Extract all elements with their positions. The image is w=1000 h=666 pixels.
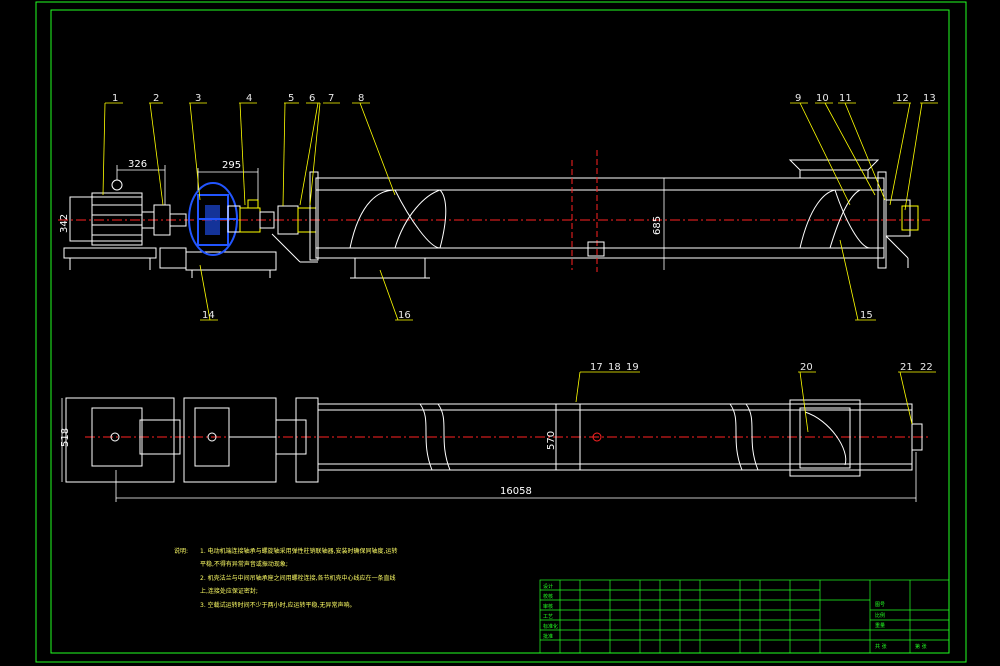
plan-view: 16058 518 570 17 18 19 20 21 22 [60,362,936,502]
motor [63,179,187,270]
part-label-2: 2 [153,93,159,104]
technical-notes: 说明: 1. 电动机端连接轴承与螺旋轴采用弹性柱销联轴器,安装时确保同轴度,运转… [174,547,397,609]
part-label-17: 17 [590,362,603,373]
part-label-10: 10 [816,93,829,104]
coupling-assembly [185,182,277,278]
part-label-20: 20 [800,362,813,373]
outer-border [35,1,967,663]
inner-border [50,9,950,654]
part-label-16: 16 [398,310,411,321]
part-label-14: 14 [202,310,215,321]
part-label-1: 1 [112,93,118,104]
svg-text:图号: 图号 [875,602,885,608]
part-label-22: 22 [920,362,933,373]
part-label-9: 9 [795,93,801,104]
elevation-view: 326 295 342 685 1 2 3 4 5 6 7 [58,93,938,321]
part-label-15: 15 [860,310,873,321]
part-label-8: 8 [358,93,364,104]
svg-text:校核: 校核 [543,593,553,600]
svg-text:共 张: 共 张 [875,643,887,650]
svg-text:审核: 审核 [543,603,553,610]
part-label-5: 5 [288,93,294,104]
part-label-18: 18 [608,362,621,373]
note-line-3: 2. 机壳法兰与中间吊轴承座之间用螺栓连接,各节机壳中心线应在一条直线 [200,574,396,582]
notes-heading: 说明: [174,547,188,555]
part-label-6: 6 [309,93,315,104]
part-label-13: 13 [923,93,936,104]
svg-text:比例: 比例 [875,612,885,619]
part-label-4: 4 [246,93,252,104]
svg-text:重量: 重量 [875,622,885,629]
svg-text:标准化: 标准化 [543,623,558,630]
svg-text:第 张: 第 张 [915,643,927,650]
dim-plan-width: 518 [60,428,71,447]
dim-motor-length: 326 [128,159,147,170]
elevation-dimensions [69,165,665,270]
trough [309,150,919,279]
dim-shaft-height: 342 [59,214,70,233]
svg-text:批准: 批准 [543,633,553,640]
title-block [539,579,950,654]
dim-coupling-length: 295 [222,160,241,171]
dim-trough-width: 570 [546,431,557,450]
svg-text:工艺: 工艺 [543,614,553,620]
part-label-11: 11 [839,93,852,104]
top-leaders [102,102,938,321]
note-line-4: 上,连接处应保证密封; [200,587,258,595]
svg-text:设计: 设计 [543,583,553,590]
part-label-7: 7 [328,93,334,104]
dim-total-length: 16058 [500,486,532,497]
note-line-2: 平稳,不得有异常声音或振动现象; [200,560,288,568]
part-label-3: 3 [195,93,201,104]
part-label-12: 12 [896,93,909,104]
note-line-5: 3. 空载试运转时间不少于两小时,应运转平稳,无异常声响。 [200,601,355,609]
drive-end-bearing [271,205,318,263]
title-block-labels: 设计 校核 审核 工艺 标准化 批准 图号 比例 重量 共 张 第 张 [543,583,927,650]
dim-trough-height: 685 [652,216,663,235]
note-line-1: 1. 电动机端连接轴承与螺旋轴采用弹性柱销联轴器,安装时确保同轴度,运转 [200,547,397,555]
part-label-19: 19 [626,362,639,373]
part-label-21: 21 [900,362,913,373]
